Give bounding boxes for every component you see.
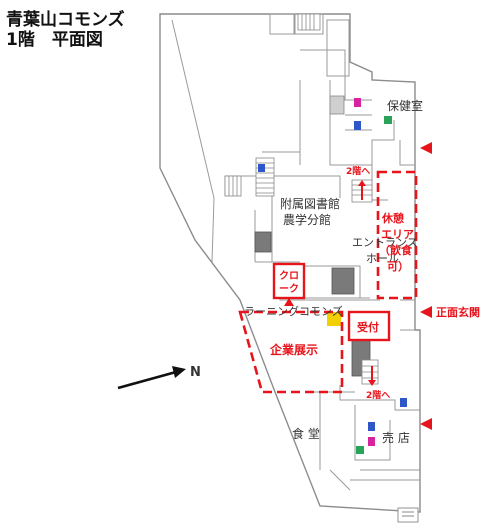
room-hokenshitsu: 保健室 xyxy=(387,98,423,113)
room-shokudo: 食 堂 xyxy=(292,426,320,441)
reception-box xyxy=(347,310,391,342)
restroom-male-icon xyxy=(400,398,407,407)
accessible-restroom-icon xyxy=(384,116,392,124)
map-title-line2: 1階 平面図 xyxy=(6,30,103,50)
north-label: N xyxy=(190,365,201,380)
uketsuke-label: 受付 xyxy=(357,320,379,334)
room-entrance-hall-line2: ホール xyxy=(366,252,399,265)
exhibit-zone xyxy=(238,310,344,394)
map-title-line1: 青葉山コモンズ xyxy=(6,10,125,30)
red-arrows xyxy=(284,142,432,430)
main-entrance-label: 正面玄関 xyxy=(436,305,480,319)
to-2f-upper: 2階へ xyxy=(346,165,370,177)
to-2f-lower: 2階へ xyxy=(366,389,390,401)
restroom-female-icon xyxy=(368,422,375,431)
red-boxes xyxy=(272,262,391,342)
north-arrow-icon xyxy=(117,366,186,390)
room-entrance-hall-line1: エントランス xyxy=(352,236,418,249)
restroom-male-icon xyxy=(354,121,361,130)
red-dashed-zones xyxy=(238,170,418,394)
accessible-restroom-icon xyxy=(356,446,364,454)
map-title: 青葉山コモンズ 1階 平面図 xyxy=(6,10,125,50)
entrance-arrow-icon xyxy=(420,142,432,154)
rest-area-line4: 可） xyxy=(387,260,409,273)
rest-area-line1: 休憩 xyxy=(381,211,404,225)
elevator-icon xyxy=(258,164,265,172)
entrance-arrow-icon xyxy=(420,306,432,318)
cloak-label-line2: ーク xyxy=(279,283,299,295)
bottom-annex xyxy=(397,507,419,523)
restroom-female-icon xyxy=(354,98,361,107)
rest-area-line2: エリア xyxy=(381,228,414,241)
entrance-arrow-icon xyxy=(420,418,432,430)
rest-area-zone xyxy=(376,170,418,300)
rest-area-line3: （飲食 xyxy=(379,243,413,257)
kigyo-label: 企業展示 xyxy=(269,342,318,357)
room-library-line1: 附属図書館 xyxy=(280,196,340,211)
room-baiten: 売 店 xyxy=(382,430,410,445)
cloak-box xyxy=(272,262,306,300)
restroom-female-icon xyxy=(368,437,375,446)
restroom-markers xyxy=(258,98,407,454)
cloak-label-line1: クロ xyxy=(279,270,299,282)
room-commons: ラーニングコモンズ xyxy=(244,304,343,318)
room-library-line2: 農学分館 xyxy=(283,212,331,227)
yellow-marker xyxy=(327,312,341,326)
stairs-icon xyxy=(224,13,379,385)
